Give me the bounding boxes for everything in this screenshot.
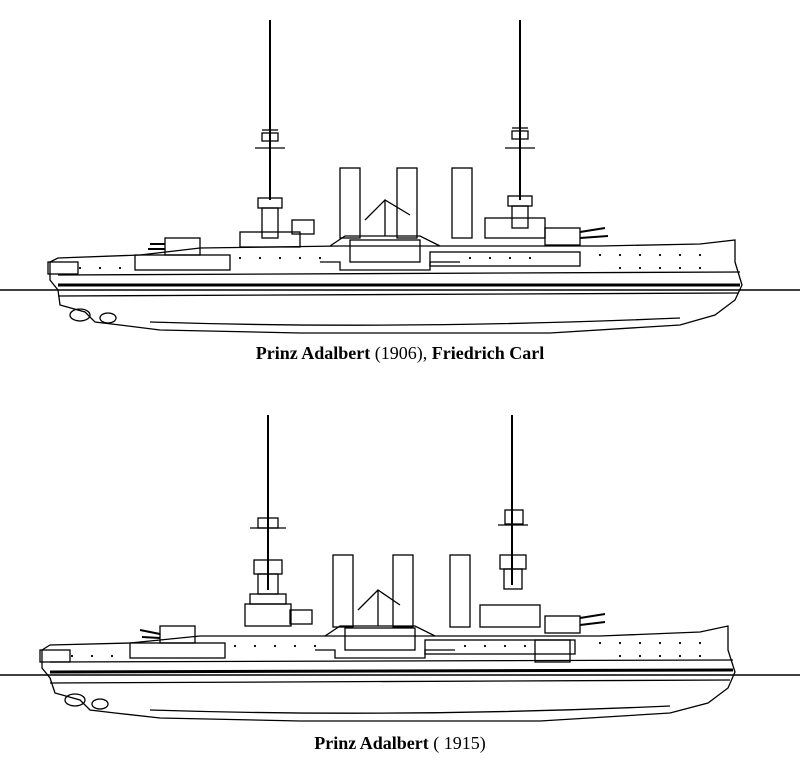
caption-year: ( 1915) bbox=[433, 733, 486, 753]
caption-1915: Prinz Adalbert ( 1915) bbox=[0, 733, 800, 754]
caption-ship-name: Prinz Adalbert bbox=[314, 733, 429, 753]
hull-outline bbox=[41, 625, 736, 722]
caption-second-ship: Friedrich Carl bbox=[431, 343, 545, 363]
ship-drawing-1906 bbox=[0, 0, 800, 340]
caption-ship-name: Prinz Adalbert bbox=[255, 343, 371, 363]
caption-1906: Prinz Adalbert (1906), Friedrich Carl bbox=[0, 343, 800, 364]
caption-year: (1906), bbox=[374, 343, 428, 363]
ship-drawing-1915 bbox=[0, 400, 800, 730]
